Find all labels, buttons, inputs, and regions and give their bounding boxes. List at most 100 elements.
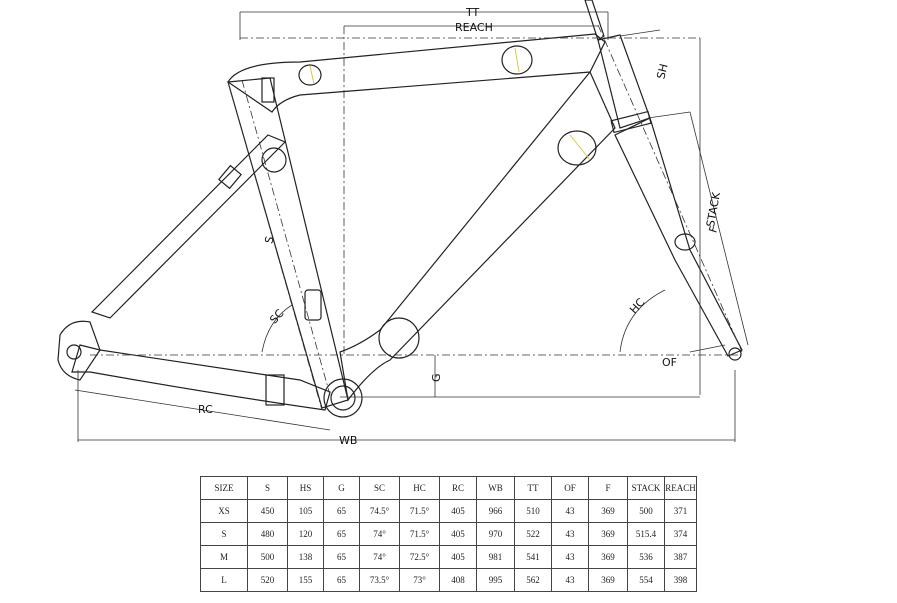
cell: 500 xyxy=(627,499,665,523)
chain-stay xyxy=(71,344,331,411)
table-row: XS 450 105 65 74.5° 71.5° 405 966 510 43… xyxy=(200,499,697,523)
cell: 369 xyxy=(588,522,628,546)
bridge xyxy=(265,374,285,406)
cell: 405 xyxy=(439,499,477,523)
cell: 71.5° xyxy=(399,499,440,523)
cell: 374 xyxy=(664,522,697,546)
rear-axle xyxy=(66,344,82,360)
tube-section xyxy=(261,147,287,173)
down-tube xyxy=(339,70,616,402)
cell: 541 xyxy=(514,545,552,569)
cell: 480 xyxy=(247,522,288,546)
cell: 500 xyxy=(247,545,288,569)
bike-frame-drawing: TT REACH SH STACK F S SC HC OF G RC WB xyxy=(57,0,749,447)
label-hc: HC xyxy=(627,296,648,317)
cell: 65 xyxy=(323,522,360,546)
front-axle xyxy=(728,347,742,361)
cell: 510 xyxy=(514,499,552,523)
cell: 369 xyxy=(588,545,628,569)
geometry-table-container: SIZE S HS G SC HC RC WB TT OF F STACK RE… xyxy=(200,476,697,592)
header-cell: SC xyxy=(359,476,400,500)
cell: 371 xyxy=(664,499,697,523)
header-cell: G xyxy=(323,476,360,500)
cell-size: XS xyxy=(200,499,248,523)
cell: 554 xyxy=(627,568,665,592)
cell: 966 xyxy=(476,499,515,523)
table-row: L 520 155 65 73.5° 73° 408 995 562 43 36… xyxy=(200,568,697,592)
cell: 105 xyxy=(287,499,324,523)
header-cell: SIZE xyxy=(200,476,248,500)
label-rc: RC xyxy=(198,403,213,416)
cell: 43 xyxy=(551,545,589,569)
cell: 71.5° xyxy=(399,522,440,546)
cell: 562 xyxy=(514,568,552,592)
cable-port xyxy=(304,289,322,321)
cell: 981 xyxy=(476,545,515,569)
label-reach: REACH xyxy=(455,21,493,34)
cell: 43 xyxy=(551,522,589,546)
label-s: S xyxy=(262,235,276,245)
cell: 43 xyxy=(551,499,589,523)
seat-tube xyxy=(227,77,349,409)
bottom-bracket xyxy=(323,378,363,418)
cell: 72.5° xyxy=(399,545,440,569)
cell: 520 xyxy=(247,568,288,592)
cell: 405 xyxy=(439,522,477,546)
rear-dropout xyxy=(57,320,101,381)
label-wb: WB xyxy=(339,434,357,447)
cell: 74° xyxy=(359,522,400,546)
cell: 74° xyxy=(359,545,400,569)
label-f: F xyxy=(706,224,720,234)
label-sh: SH xyxy=(654,62,670,80)
table-row: S 480 120 65 74° 71.5° 405 970 522 43 36… xyxy=(200,522,697,546)
cell-size: S xyxy=(200,522,248,546)
tube-section xyxy=(674,233,696,251)
table-row: M 500 138 65 74° 72.5° 405 981 541 43 36… xyxy=(200,545,697,569)
cell: 65 xyxy=(323,499,360,523)
cell: 398 xyxy=(664,568,697,592)
header-cell: WB xyxy=(476,476,515,500)
cell: 138 xyxy=(287,545,324,569)
label-g: G xyxy=(430,373,443,382)
header-cell: REACH xyxy=(664,476,697,500)
header-cell: F xyxy=(588,476,628,500)
header-cell: HS xyxy=(287,476,324,500)
cell-size: M xyxy=(200,545,248,569)
cell: 970 xyxy=(476,522,515,546)
bottom-bracket-inner xyxy=(330,385,356,411)
header-cell: S xyxy=(247,476,288,500)
cell: 65 xyxy=(323,545,360,569)
cell: 515.4 xyxy=(627,522,665,546)
top-tube xyxy=(227,33,606,113)
tube-section xyxy=(298,64,322,86)
table-header-row: SIZE S HS G SC HC RC WB TT OF F STACK RE… xyxy=(200,476,697,500)
cell: 369 xyxy=(588,568,628,592)
cell: 65 xyxy=(323,568,360,592)
cell: 73° xyxy=(399,568,440,592)
fork-blade xyxy=(614,117,743,357)
head-tube xyxy=(597,34,651,129)
cell: 155 xyxy=(287,568,324,592)
header-cell: RC xyxy=(439,476,477,500)
geometry-table: SIZE S HS G SC HC RC WB TT OF F STACK RE… xyxy=(200,476,697,592)
label-stack: STACK xyxy=(704,190,723,228)
tube-section xyxy=(557,130,597,166)
cell-size: L xyxy=(200,568,248,592)
header-cell: STACK xyxy=(627,476,665,500)
header-cell: HC xyxy=(399,476,440,500)
steerer-tube xyxy=(584,0,605,41)
label-sc: SC xyxy=(267,307,287,327)
cell: 536 xyxy=(627,545,665,569)
cell: 43 xyxy=(551,568,589,592)
tube-section xyxy=(501,45,533,75)
label-of: OF xyxy=(662,356,677,369)
header-cell: OF xyxy=(551,476,589,500)
cell: 369 xyxy=(588,499,628,523)
seat-stay xyxy=(90,134,287,319)
cell: 387 xyxy=(664,545,697,569)
cell: 73.5° xyxy=(359,568,400,592)
label-tt: TT xyxy=(465,6,480,19)
header-cell: TT xyxy=(514,476,552,500)
tube-section xyxy=(378,317,420,359)
cell: 405 xyxy=(439,545,477,569)
